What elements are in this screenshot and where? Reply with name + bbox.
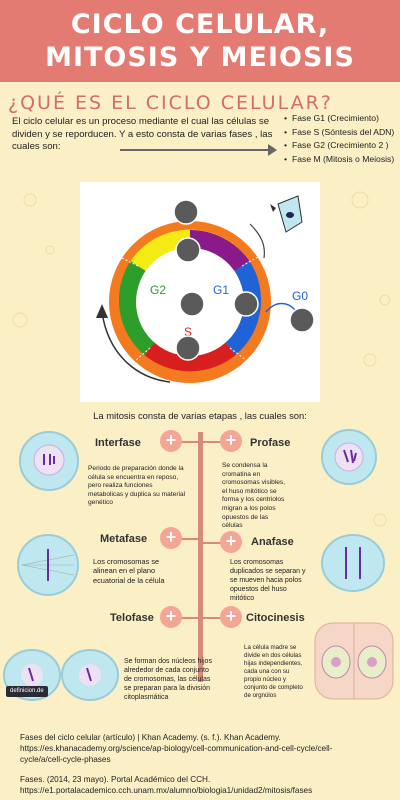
desc-line: Se condensa la — [222, 462, 268, 469]
profase-cell-image — [321, 429, 377, 485]
desc-line: propio núcleo y — [244, 676, 286, 683]
desc-line: se preparan para la división — [124, 685, 210, 692]
desc-line: pero realiza funciones — [88, 482, 153, 490]
reference-1: Fases del ciclo celular (artículo) | Kha… — [20, 732, 385, 765]
connector — [180, 441, 200, 443]
anafase-description: Los cromosomas duplicados se separan y s… — [230, 558, 322, 603]
stage-telofase: Telofase — [110, 612, 154, 624]
desc-line: hijas independientes, — [244, 660, 303, 667]
page-header: CICLO CELULAR, MITOSIS Y MEIOSIS — [0, 0, 400, 82]
metafase-description: Los cromosomas se alinean en el plano ec… — [93, 557, 193, 585]
desc-line: Periodo de preparación donde la — [88, 465, 184, 472]
connector — [203, 617, 221, 619]
metafase-expand-button[interactable]: + — [160, 527, 182, 549]
reference-line: Fases. (2014, 23 mayo). Portal Académico… — [20, 775, 211, 784]
phase-list: Fase G1 (Crecimiento) Fase S (Sóntesis d… — [284, 112, 394, 166]
phase-item: Fase G2 (Crecimiento 2 ) — [284, 139, 394, 153]
arrow-right-icon — [268, 144, 277, 156]
hand-cursor-icon — [173, 199, 315, 361]
desc-line: mitótico — [230, 595, 255, 602]
segment-mitosis-sub — [189, 229, 250, 272]
telofase-expand-button[interactable]: + — [160, 606, 182, 628]
stage-metafase: Metafase — [100, 533, 148, 545]
desc-line: conjunto de completo — [244, 684, 303, 691]
stage-profase: Profase — [250, 437, 291, 449]
desc-line: Los cromosomas se — [93, 557, 160, 566]
desc-line: alrededor de cada conjunto — [124, 667, 209, 674]
outer-ring — [109, 221, 271, 383]
desc-line: cromatina en — [222, 470, 261, 478]
desc-line: cada una con su — [244, 668, 290, 675]
desc-line: Se forman dos núcleos hijos — [124, 658, 212, 665]
reference-2: Fases. (2014, 23 mayo). Portal Académico… — [20, 774, 385, 796]
profase-expand-button[interactable]: + — [220, 430, 242, 452]
timeline-line — [198, 432, 203, 682]
mitosis-intro: La mitosis consta de varias etapas , las… — [93, 410, 307, 421]
reference-line: Fases del ciclo celular (artículo) | Kha… — [20, 733, 281, 742]
desc-line: células — [222, 522, 243, 530]
connector — [203, 542, 221, 544]
desc-line: opuestos del huso — [230, 586, 287, 593]
interfase-description: Periodo de preparación donde la célula s… — [88, 465, 198, 508]
desc-line: se mueven hacia polos — [230, 577, 302, 584]
phase-item: Fase G1 (Crecimiento) — [284, 112, 394, 126]
profase-description: Se condensa la cromatina en cromosomas v… — [222, 462, 322, 531]
g0-arrow-out — [249, 223, 265, 259]
desc-line: divide en dos células — [244, 652, 302, 659]
desc-line: opuestos de las — [222, 513, 269, 521]
connector — [203, 441, 221, 443]
anafase-cell-image — [321, 534, 385, 592]
stage-anafase: Anafase — [251, 536, 294, 548]
interfase-expand-button[interactable]: + — [160, 430, 182, 452]
reference-link[interactable]: https://es.khanacademy.org/science/ap-bi… — [20, 744, 333, 753]
arrow-line — [120, 149, 272, 151]
desc-line: de orgnúlos — [244, 692, 277, 699]
cycle-arrow — [101, 311, 171, 383]
connector — [180, 538, 200, 540]
desc-line: alinean en el plano — [93, 566, 156, 576]
label-g1: G1 — [213, 283, 229, 297]
label-g0: G0 — [292, 289, 308, 303]
source-watermark: definicion.de — [6, 686, 48, 697]
desc-line: de cromosomas, las células — [124, 676, 211, 683]
metafase-cell-image — [17, 534, 79, 596]
citocinesis-expand-button[interactable]: + — [220, 606, 242, 628]
g0-arrow — [265, 302, 296, 313]
citocinesis-description: La célula madre se divide en dos células… — [244, 644, 322, 700]
phase-item: Fase M (Mitosis o Meiosis) — [284, 153, 394, 167]
desc-line: metabolicas y duplica su material — [88, 490, 186, 498]
segment-s — [144, 340, 236, 372]
stage-citocinesis: Citocinesis — [246, 612, 305, 624]
intro-text: El ciclo celular es un proceso mediante … — [12, 116, 273, 152]
desc-line: migran a los polos — [222, 504, 276, 512]
desc-line: forma y los centriolos — [222, 496, 285, 504]
telofase-description: Se forman dos núcleos hijos alrededor de… — [124, 657, 234, 702]
section-question: ¿QUÉ ES EL CICLO CELULAR? — [8, 92, 333, 114]
title-line-2: MITOSIS Y MEIOSIS — [45, 42, 355, 73]
reference-link[interactable]: cycle/a/cell-cycle-phases — [20, 755, 111, 764]
desc-line: ecuatorial de la célula — [93, 575, 165, 585]
stage-interfase: Interfase — [95, 437, 141, 449]
segment-g2 — [119, 261, 157, 355]
interfase-cell-image — [19, 431, 79, 491]
desc-line: genético — [88, 499, 113, 507]
phase-item: Fase S (Sóntesis del ADN) — [284, 126, 394, 140]
desc-line: célula se encuentra en reposo, — [88, 473, 179, 481]
label-s: S — [184, 325, 192, 339]
desc-line: el huso mitótico se — [222, 487, 277, 495]
reference-link[interactable]: https://e1.portalacademico.cch.unam.mx/a… — [20, 786, 313, 795]
title-line-1: CICLO CELULAR, — [70, 9, 330, 40]
desc-line: citoplasmática — [124, 694, 169, 701]
cell-cycle-svg: G2 G1 S G0 — [96, 195, 315, 383]
desc-line: La célula madre se — [244, 644, 297, 651]
desc-line: Los cromosomas — [230, 559, 284, 566]
label-g2: G2 — [150, 283, 166, 297]
cell-cycle-diagram: G2 G1 S G0 — [80, 182, 320, 402]
connector — [180, 617, 200, 619]
desc-line: cromosomas visibles, — [222, 479, 286, 487]
anafase-expand-button[interactable]: + — [220, 531, 242, 553]
desc-line: duplicados se separan y — [230, 568, 306, 575]
citocinesis-cell-image — [314, 622, 394, 700]
